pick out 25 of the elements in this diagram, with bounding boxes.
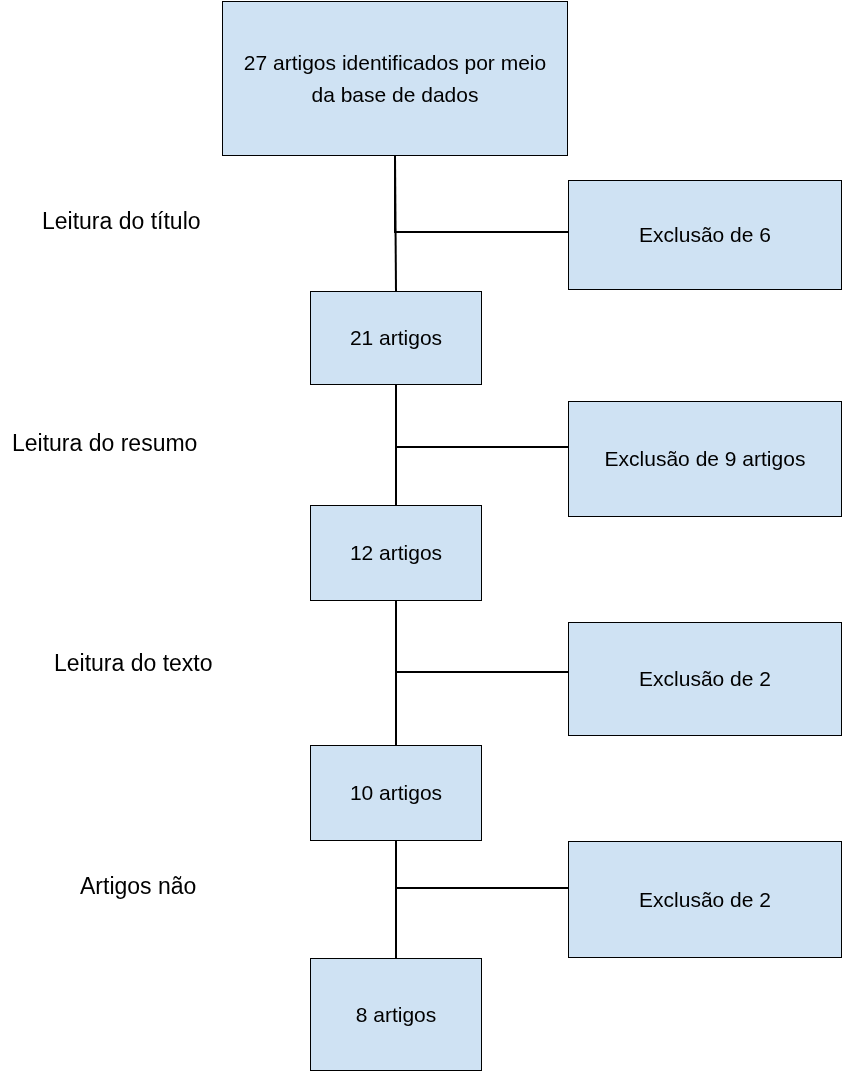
process-box: [568, 622, 842, 736]
box-text: 27 artigos identificados por meio da base de dados: [242, 50, 548, 108]
process-box: [568, 180, 842, 290]
step-label: Leitura do resumo: [12, 430, 198, 457]
box-text: Exclusão de 9 artigos: [604, 446, 806, 473]
connector-line: [395, 600, 569, 673]
process-box: [568, 401, 842, 517]
step-label: Leitura do título: [42, 208, 201, 235]
box-text: 12 artigos: [349, 540, 443, 567]
process-box: [310, 745, 482, 841]
process-box: [222, 1, 568, 156]
connector-line: [395, 840, 569, 889]
box-text: Exclusão de 2: [639, 886, 771, 913]
process-box: [310, 291, 482, 385]
box-text: Exclusão de 6: [639, 222, 771, 249]
step-label: Leitura do texto: [54, 650, 213, 677]
process-box: [310, 958, 482, 1071]
box-text: 10 artigos: [349, 780, 443, 807]
process-box: [568, 841, 842, 958]
connector-line: [395, 384, 569, 448]
step-label: Artigos não: [80, 873, 197, 900]
process-box: [310, 505, 482, 601]
box-text: 8 artigos: [355, 1001, 437, 1028]
box-text: Exclusão de 2: [639, 666, 771, 693]
box-text: 21 artigos: [349, 325, 443, 352]
